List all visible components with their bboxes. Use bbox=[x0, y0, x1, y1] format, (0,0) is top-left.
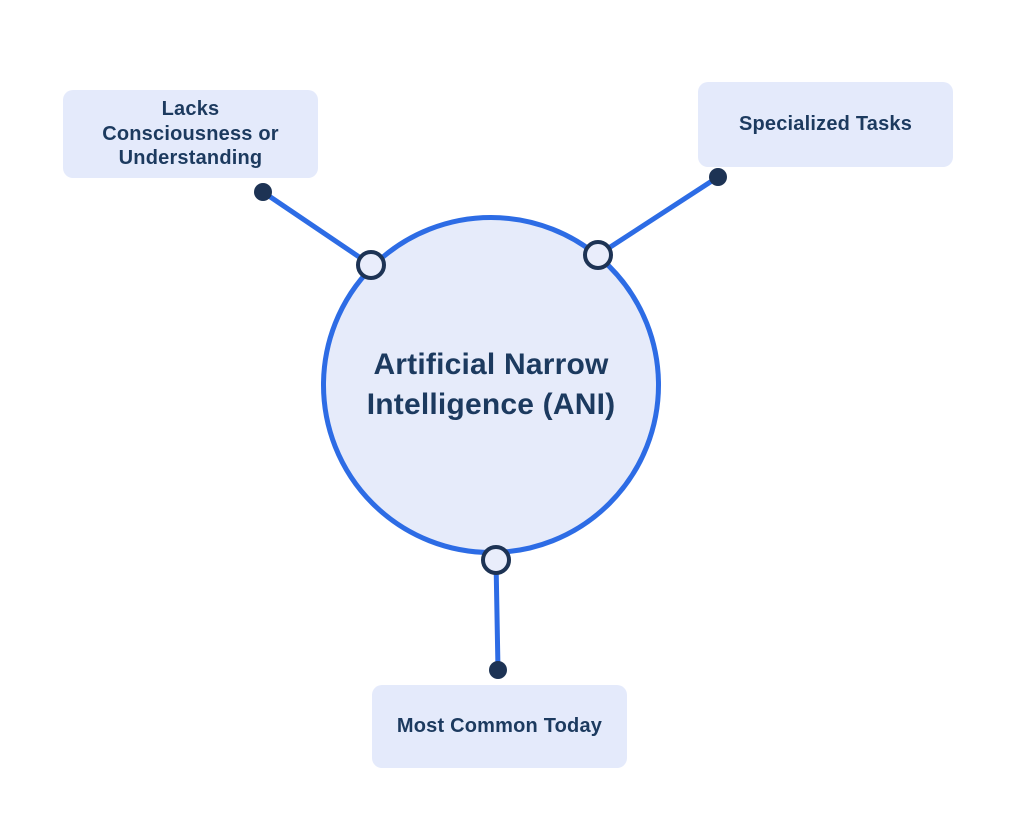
node-specialized-tasks: Specialized Tasks bbox=[698, 82, 953, 167]
node-lacks-line-1: Lacks bbox=[161, 98, 220, 121]
center-node-label: Artificial Narrow Intelligence (ANI) bbox=[367, 345, 616, 424]
endpoint-dot-most-common bbox=[489, 661, 507, 679]
node-specialized-label: Specialized Tasks bbox=[739, 112, 912, 136]
endpoint-dot-specialized bbox=[709, 168, 727, 186]
node-lacks-line-2: Consciousness or bbox=[102, 122, 279, 145]
node-most-common-today: Most Common Today bbox=[372, 685, 627, 768]
connector-line-most-common bbox=[493, 557, 501, 673]
node-lacks-line-3: Understanding bbox=[118, 147, 263, 170]
node-lacks-label: Lacks Consciousness or Understanding bbox=[102, 97, 279, 170]
connector-line-specialized bbox=[595, 174, 721, 258]
center-label-line-1: Artificial Narrow bbox=[373, 348, 609, 382]
connector-line-lacks bbox=[260, 189, 374, 268]
node-specialized-line-1: Specialized Tasks bbox=[738, 113, 913, 136]
node-most-common-line-1: Most Common Today bbox=[396, 715, 603, 738]
center-label-line-2: Intelligence (ANI) bbox=[366, 388, 616, 421]
endpoint-dot-lacks bbox=[254, 183, 272, 201]
node-lacks-consciousness: Lacks Consciousness or Understanding bbox=[63, 90, 318, 178]
center-node-ani: Artificial Narrow Intelligence (ANI) bbox=[321, 215, 661, 555]
node-most-common-label: Most Common Today bbox=[397, 714, 602, 738]
